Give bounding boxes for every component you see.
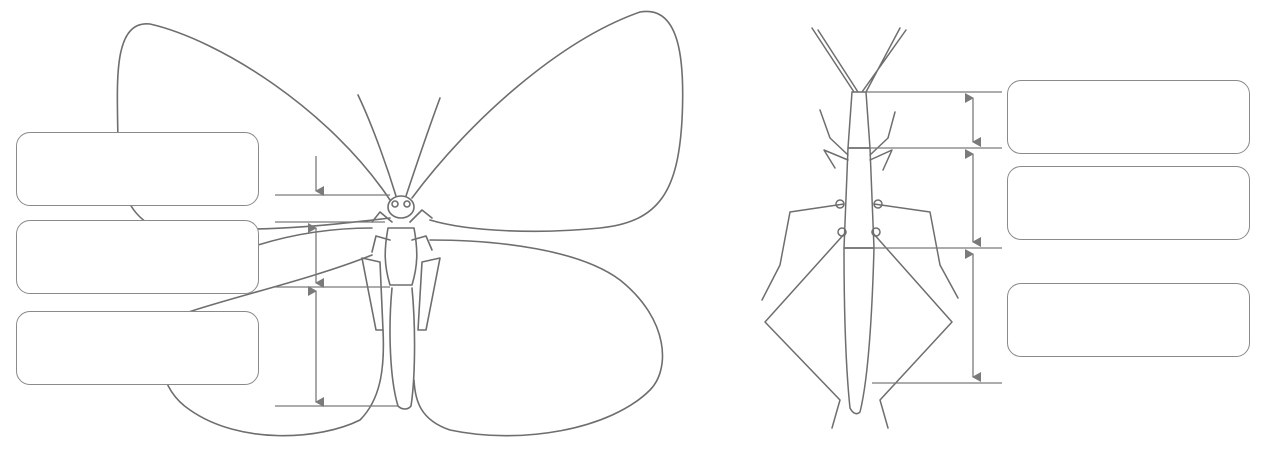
- butterfly-label-box-3[interactable]: [16, 311, 259, 385]
- butterfly-leg-3: [372, 236, 390, 252]
- butterfly-label-box-1[interactable]: [16, 132, 259, 206]
- insect-leg-mid-left: [762, 204, 844, 300]
- insect-leg-mid-right: [874, 204, 958, 298]
- insect-antenna-left: [812, 28, 858, 92]
- insect-leg-front-right: [870, 112, 895, 170]
- butterfly-label-box-2[interactable]: [16, 220, 259, 294]
- stick-insect-figure: [762, 28, 958, 428]
- insect-head: [848, 92, 870, 148]
- butterfly-eye-left: [392, 201, 398, 207]
- butterfly-body-strip-left: [362, 258, 383, 330]
- insect-thorax: [844, 148, 874, 248]
- insect-label-box-1[interactable]: [1007, 80, 1250, 154]
- butterfly-right-forewing: [412, 11, 683, 231]
- butterfly-thorax: [385, 228, 417, 285]
- insect-leg-hind-left: [765, 232, 846, 428]
- butterfly-right-hindwing: [414, 240, 662, 436]
- butterfly-abdomen: [390, 288, 415, 409]
- butterfly-body-strip-right: [418, 258, 440, 330]
- butterfly-head: [388, 196, 414, 218]
- insect-abdomen: [844, 248, 874, 414]
- butterfly-eye-right: [404, 201, 410, 207]
- insect-dimension-guides: [866, 92, 1002, 383]
- butterfly-wing-vein: [258, 228, 372, 245]
- insect-antenna-right: [862, 28, 906, 92]
- butterfly-antenna-right: [406, 98, 440, 196]
- insect-label-box-3[interactable]: [1007, 283, 1250, 357]
- insect-leg-front-left: [820, 110, 848, 168]
- insect-label-box-2[interactable]: [1007, 166, 1250, 240]
